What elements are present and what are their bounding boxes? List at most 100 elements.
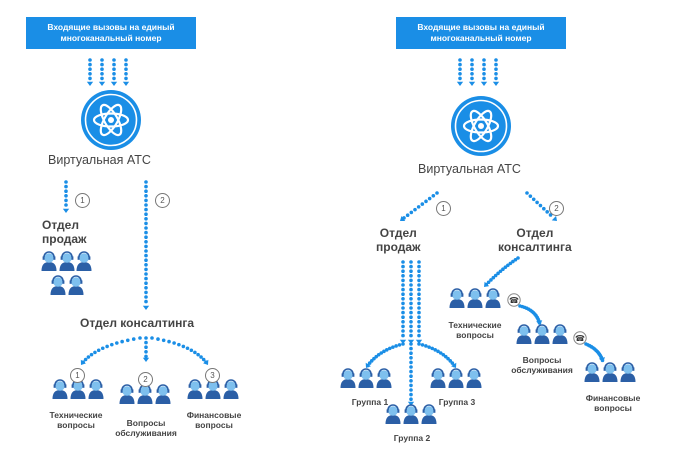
route-number-1-right: 1 [436,201,451,216]
consulting-to-tech-right-arrow [484,256,520,287]
incoming-arrow-4 [122,58,130,86]
service-questions-label: Вопросы обслуживания [110,418,182,438]
sales-row1-operator-1-icon [41,251,57,271]
finance-right-operator-2-icon [602,362,618,382]
finance-line-2: вопросы [195,420,233,430]
tech-right-operator-3-icon [485,288,501,308]
service-line-2: обслуживания [115,428,177,438]
route-to-sales-right-arrow [400,191,439,221]
sales-department-label-right: Отдел продаж [376,226,421,254]
sub-number-1: 1 [70,368,85,383]
tech-line-2: вопросы [456,330,494,340]
group1-operator-1-icon [340,368,356,388]
service-questions-label-right: Вопросы обслуживания [506,355,578,375]
sales-line-1: Отдел [379,226,417,240]
sales-row1-operator-2-icon [59,251,75,271]
group-3-label: Группа 3 [438,397,476,407]
incoming-calls-header: Входящие вызовы на единый многоканальный… [26,17,196,49]
svg-text:☎: ☎ [509,296,519,305]
phone-transfer-icon-1: ☎ [507,293,521,307]
virtual-pbx-title-right: Виртуальная АТС [418,162,521,176]
tech-questions-label: Технические вопросы [44,410,108,430]
finance-operator-1-icon [187,379,203,399]
sales-column-3 [415,260,423,344]
finance-questions-label-right: Финансовые вопросы [581,393,645,413]
group1-operator-3-icon [376,368,392,388]
group3-operator-3-icon [466,368,482,388]
consulting-to-finance-arrow [150,336,209,365]
svg-text:☎: ☎ [575,334,585,343]
sales-row2-operator-1-icon [50,275,66,295]
service-operator-1-icon [119,384,135,404]
incoming-arrow-right-4 [492,58,500,86]
sales-column-1 [399,260,407,344]
consulting-department-label-right: Отдел консалтинга [498,226,572,254]
group1-operator-2-icon [358,368,374,388]
sales-department-label: Отдел продаж [42,218,87,246]
group2-operator-2-icon [403,404,419,424]
virtual-pbx-title: Виртуальная АТС [48,153,151,167]
finance-line-1: Финансовые [585,393,641,403]
tech-operator-1-icon [52,379,68,399]
finance-operator-3-icon [223,379,239,399]
incoming-arrow-right-1 [456,58,464,86]
service-right-operator-1-icon [516,324,532,344]
sales-row1-operator-3-icon [76,251,92,271]
incoming-calls-header-right: Входящие вызовы на единый многоканальный… [396,17,566,49]
tech-operator-3-icon [88,379,104,399]
tech-right-operator-1-icon [449,288,465,308]
incoming-arrow-3 [110,58,118,86]
route-number-2-right: 2 [549,201,564,216]
group2-operator-1-icon [385,404,401,424]
incoming-arrow-1 [86,58,94,86]
group3-operator-2-icon [448,368,464,388]
header-line-1: Входящие вызовы на единый [47,22,175,32]
sales-line-2: продаж [42,232,87,246]
tech-line-2: вопросы [57,420,95,430]
pbx-atom-icon [81,90,141,150]
route-number-1: 1 [75,193,90,208]
consulting-to-tech-arrow [80,336,142,365]
finance-line-1: Финансовые [186,410,242,420]
consulting-line-1: Отдел [516,226,554,240]
route-number-2: 2 [155,193,170,208]
service-right-operator-2-icon [534,324,550,344]
sales-column-2 [407,260,415,344]
sales-line-2: продаж [376,240,421,254]
sub-number-3: 3 [205,368,220,383]
sales-row2-operator-2-icon [68,275,84,295]
tech-line-1: Технические [448,320,502,330]
service-operator-3-icon [155,384,171,404]
phone-transfer-icon-2: ☎ [573,331,587,345]
consulting-to-service-arrow [142,336,150,362]
finance-questions-label: Финансовые вопросы [182,410,246,430]
header-line-2: многоканальный номер [430,33,532,43]
service-line-1: Вопросы [522,355,562,365]
finance-line-2: вопросы [594,403,632,413]
incoming-arrow-right-3 [480,58,488,86]
header-line-2: многоканальный номер [60,33,162,43]
route-to-consulting-arrow [142,180,150,310]
finance-right-operator-3-icon [620,362,636,382]
group3-operator-1-icon [430,368,446,388]
group2-operator-3-icon [421,404,437,424]
service-line-1: Вопросы [126,418,166,428]
consulting-department-label: Отдел консалтинга [80,316,195,330]
pbx-atom-icon-right [451,96,511,156]
sales-to-group2-arrow [407,342,415,406]
group-1-label: Группа 1 [351,397,389,407]
consulting-line-2: консалтинга [498,240,572,254]
route-to-sales-arrow [62,180,70,213]
sales-to-group1-arrow [365,342,405,368]
tech-right-operator-2-icon [467,288,483,308]
incoming-arrow-right-2 [468,58,476,86]
tech-line-1: Технические [49,410,103,420]
finance-right-operator-1-icon [584,362,600,382]
group-2-label: Группа 2 [393,433,431,443]
tech-questions-label-right: Технические вопросы [443,320,507,340]
service-to-finance-transfer-arrow [584,342,606,363]
service-right-operator-3-icon [552,324,568,344]
sales-to-group3-arrow [417,342,457,368]
sales-line-1: Отдел [42,218,79,232]
